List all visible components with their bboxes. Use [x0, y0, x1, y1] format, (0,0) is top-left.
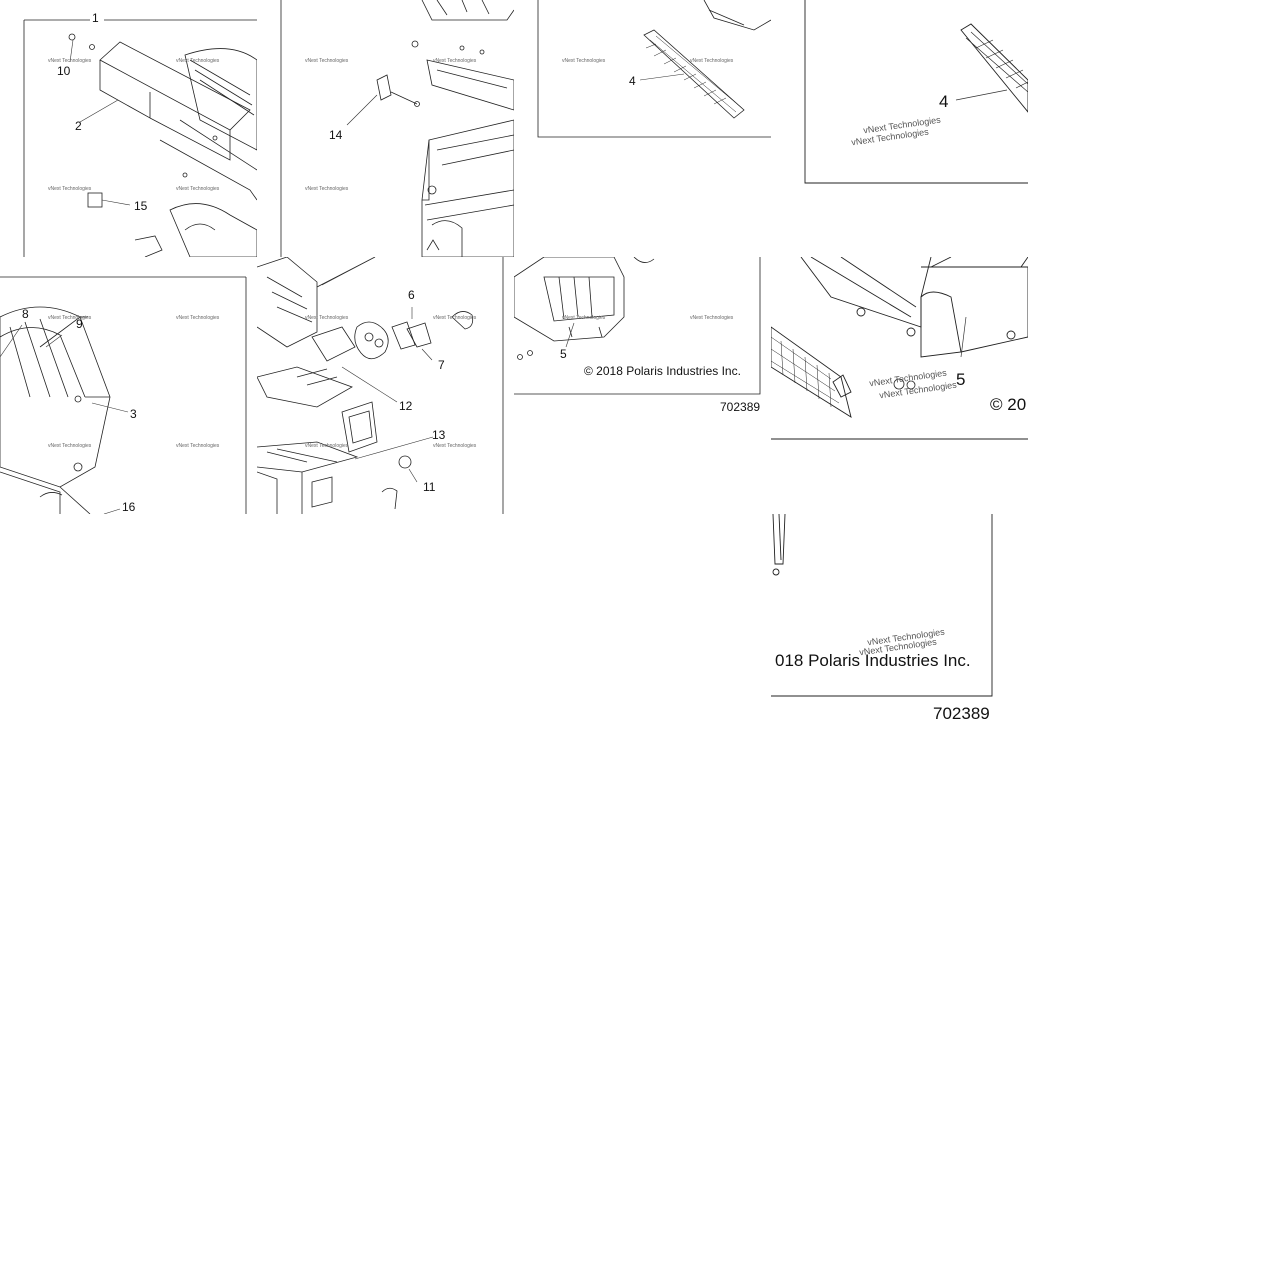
diagram-tile-top-left: 1 10 2 15 vNext Technologies vNext Techn…: [0, 0, 257, 257]
watermark: vNext Technologies: [48, 315, 92, 321]
copyright-partial-right: 018 Polaris Industries Inc.: [775, 651, 971, 670]
watermark: vNext Technologies: [690, 315, 734, 321]
callout-5-zoomed: 5: [956, 370, 966, 389]
diagram-code: 702389: [720, 400, 761, 414]
callout-9: 9: [76, 317, 83, 331]
copyright-partial-left: © 20: [990, 395, 1027, 414]
callout-15: 15: [134, 199, 148, 213]
watermark: vNext Technologies: [305, 58, 349, 64]
diagram-tile-middle-center: 6 7 12 13 11 vNext Technologies vNext Te…: [257, 257, 514, 514]
tile-middle-left-drawing: [0, 276, 247, 514]
copyright-text: © 2018 Polaris Industries Inc.: [584, 364, 741, 378]
callout-7: 7: [438, 358, 445, 372]
callout-10: 10: [57, 64, 71, 78]
tile-bottom-zoomed-drawing: [771, 514, 993, 697]
callout-8: 8: [22, 307, 29, 321]
watermark: vNext Technologies: [562, 315, 606, 321]
diagram-tile-middle-right: 5 © 2018 Polaris Industries Inc. 702389 …: [514, 257, 771, 514]
tile-middle-right-drawing: [514, 257, 761, 395]
watermark: vNext Technologies: [176, 443, 220, 449]
callout-6: 6: [408, 288, 415, 302]
callout-4: 4: [629, 74, 636, 88]
diagram-tile-top-right: 4 vNext Technologies vNext Technologies: [514, 0, 771, 257]
callout-3: 3: [130, 407, 137, 421]
diagram-tile-middle-zoomed: 5 © 20 vNext Technologies vNext Technolo…: [771, 257, 1028, 514]
watermark: vNext Technologies: [176, 58, 220, 64]
watermark: vNext Technologies: [48, 443, 92, 449]
watermark: vNext Technologies: [176, 186, 220, 192]
callout-1: 1: [92, 11, 99, 25]
watermark: vNext Technologies: [433, 58, 477, 64]
diagram-tile-middle-left: 8 9 3 16 vNext Technologies vNext Techno…: [0, 257, 257, 514]
watermark: vNext Technologies: [305, 186, 349, 192]
callout-12: 12: [399, 399, 413, 413]
watermark: vNext Technologies: [176, 315, 220, 321]
watermark: vNext Technologies: [562, 58, 606, 64]
callout-14: 14: [329, 128, 343, 142]
watermark: vNext Technologies: [690, 58, 734, 64]
diagram-tile-top-zoomed: 4 vNext Technologies vNext Technologies: [771, 0, 1028, 257]
diagram-tile-bottom-zoomed: vNext Technologies vNext Technologies 01…: [771, 514, 1028, 771]
tile-top-left-drawing: [23, 19, 257, 257]
tile-middle-center-drawing: [257, 257, 504, 514]
watermark: vNext Technologies: [305, 443, 349, 449]
callout-11: 11: [423, 480, 436, 494]
watermark: vNext Technologies: [433, 443, 477, 449]
tile-top-zoomed-drawing: [804, 0, 1028, 184]
callout-4-zoomed: 4: [939, 92, 949, 111]
watermark: vNext Technologies: [305, 315, 349, 321]
callout-5: 5: [560, 347, 567, 361]
callout-16: 16: [122, 500, 136, 514]
tile-middle-zoomed-drawing: [771, 257, 1028, 440]
watermark: vNext Technologies: [48, 186, 92, 192]
diagram-tile-top-center: 14 vNext Technologies vNext Technologies…: [257, 0, 514, 257]
watermark: vNext Technologies: [433, 315, 477, 321]
watermark: vNext Technologies: [48, 58, 92, 64]
callout-2: 2: [75, 119, 82, 133]
diagram-code-zoomed: 702389: [933, 704, 990, 723]
tile-top-center-drawing: [280, 0, 514, 257]
callout-13: 13: [432, 428, 446, 442]
tile-top-right-drawing: [537, 0, 771, 138]
